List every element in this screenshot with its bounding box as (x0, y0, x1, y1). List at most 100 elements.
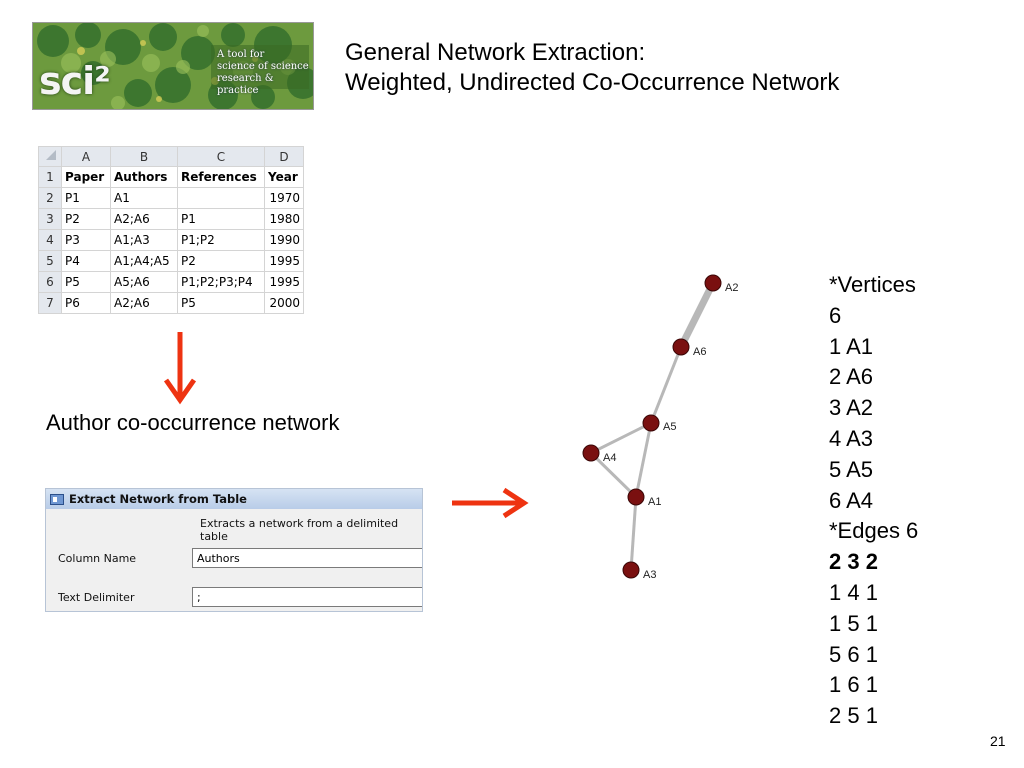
row-header[interactable]: 7 (38, 292, 62, 314)
text-delimiter-label: Text Delimiter (58, 591, 135, 604)
pajek-edge-line: 1 4 1 (829, 579, 878, 605)
table-cell[interactable]: P1;P2;P3;P4 (177, 271, 265, 293)
text-delimiter-field[interactable] (192, 587, 422, 607)
dialog-description: Extracts a network from a delimited tabl… (200, 517, 399, 543)
logo-graphic (33, 23, 313, 109)
pajek-line: 4 A3 (829, 425, 874, 451)
node-a2[interactable] (704, 274, 722, 292)
node-a1[interactable] (627, 488, 645, 506)
column-header[interactable]: A (61, 146, 111, 167)
corner-triangle-icon (46, 150, 56, 160)
table-row: 7 P6 A2;A6 P5 2000 (38, 292, 304, 314)
row-header[interactable]: 2 (38, 187, 62, 209)
pajek-edge-line: 2 5 1 (829, 703, 878, 729)
pajek-line: 5 A5 (829, 456, 874, 482)
node-label: A6 (693, 346, 706, 358)
pajek-edge-line: 1 6 1 (829, 672, 878, 698)
pajek-edge-line: 5 6 1 (829, 641, 878, 667)
network-caption: Author co-occurrence network (46, 410, 340, 435)
table-cell[interactable]: P1 (61, 187, 111, 209)
column-header[interactable]: B (110, 146, 178, 167)
spreadsheet-table: A B C D 1 Paper Authors References Year … (38, 146, 304, 314)
down-arrow-icon (163, 332, 197, 405)
edge-a2-a6 (677, 281, 717, 349)
logo-tagline: A tool for science of science research &… (217, 49, 313, 97)
column-header-row: A B C D (38, 146, 304, 167)
pajek-line: *Edges 6 (829, 518, 919, 544)
select-all-corner[interactable] (38, 146, 62, 167)
row-header[interactable]: 1 (38, 166, 62, 188)
node-a6[interactable] (672, 338, 690, 356)
table-row: 5 P4 A1;A4;A5 P2 1995 (38, 250, 304, 272)
node-label: A3 (643, 569, 656, 581)
table-cell[interactable]: References (177, 166, 265, 188)
table-cell[interactable]: 1990 (264, 229, 304, 251)
window-icon (50, 493, 64, 505)
table-cell[interactable]: P2 (61, 208, 111, 230)
table-cell[interactable]: P3 (61, 229, 111, 251)
table-cell[interactable]: P4 (61, 250, 111, 272)
pajek-listing: *Vertices 6 1 A1 2 A6 3 A2 4 A3 5 A5 6 A… (829, 270, 918, 732)
table-cell[interactable]: P1;P2 (177, 229, 265, 251)
table-cell[interactable]: A5;A6 (110, 271, 178, 293)
table-cell[interactable]: A1;A3 (110, 229, 178, 251)
pajek-line: 2 A6 (829, 364, 874, 390)
table-row: 6 P5 A5;A6 P1;P2;P3;P4 1995 (38, 271, 304, 293)
network-labels: A2 A6 A5 A4 A1 A3 (603, 282, 738, 581)
row-header[interactable]: 5 (38, 250, 62, 272)
table-cell[interactable]: Authors (110, 166, 178, 188)
column-header[interactable]: D (264, 146, 304, 167)
node-a3[interactable] (622, 561, 640, 579)
pajek-line: 6 (829, 302, 842, 328)
table-cell[interactable]: 2000 (264, 292, 304, 314)
table-row: 1 Paper Authors References Year (38, 166, 304, 188)
logo-tagline-line: A tool for (217, 49, 265, 60)
node-label: A1 (648, 496, 661, 508)
pajek-line: *Vertices (829, 272, 916, 297)
pajek-edge-line-bold: 2 3 2 (829, 549, 878, 575)
dialog-titlebar[interactable]: Extract Network from Table (46, 489, 422, 509)
pajek-line: 1 A1 (829, 333, 874, 359)
table-cell[interactable]: P5 (61, 271, 111, 293)
logo-tagline-line: research & practice (217, 73, 274, 96)
table-cell[interactable]: P6 (61, 292, 111, 314)
table-cell[interactable]: P1 (177, 208, 265, 230)
edge-a6-a5 (649, 346, 683, 424)
logo-brand: sci² (39, 59, 111, 103)
edge-a1-a3 (629, 496, 638, 571)
column-name-field[interactable] (192, 548, 422, 568)
table-cell[interactable]: P2 (177, 250, 265, 272)
slide-title: General Network Extraction: Weighted, Un… (345, 38, 839, 98)
node-a4[interactable] (582, 444, 600, 462)
table-cell[interactable]: 1970 (264, 187, 304, 209)
table-cell[interactable]: Paper (61, 166, 111, 188)
column-header[interactable]: C (177, 146, 265, 167)
sci2-logo: A tool for science of science research &… (32, 22, 314, 110)
row-header[interactable]: 4 (38, 229, 62, 251)
pajek-edge-line: 1 5 1 (829, 610, 878, 636)
table-cell[interactable]: P5 (177, 292, 265, 314)
table-cell[interactable]: A2;A6 (110, 208, 178, 230)
table-cell[interactable]: Year (264, 166, 304, 188)
table-cell[interactable]: A1 (110, 187, 178, 209)
row-header[interactable]: 6 (38, 271, 62, 293)
edge-a4-a1 (589, 451, 638, 499)
table-cell[interactable]: 1995 (264, 250, 304, 272)
node-label: A2 (725, 282, 738, 294)
page-number: 21 (990, 733, 1006, 749)
table-cell[interactable]: A2;A6 (110, 292, 178, 314)
extract-network-dialog: Extract Network from Table Extracts a ne… (45, 488, 423, 612)
node-label: A4 (603, 452, 616, 464)
row-header[interactable]: 3 (38, 208, 62, 230)
network-edges (589, 281, 717, 571)
table-cell[interactable]: 1995 (264, 271, 304, 293)
node-label: A5 (663, 421, 676, 433)
edge-a5-a1 (634, 422, 653, 498)
slide-title-line1: General Network Extraction: (345, 39, 646, 66)
node-a5[interactable] (642, 414, 660, 432)
table-cell[interactable] (177, 187, 265, 209)
table-cell[interactable]: A1;A4;A5 (110, 250, 178, 272)
table-cell[interactable]: 1980 (264, 208, 304, 230)
dialog-title: Extract Network from Table (69, 492, 247, 506)
pajek-line: 3 A2 (829, 395, 874, 421)
